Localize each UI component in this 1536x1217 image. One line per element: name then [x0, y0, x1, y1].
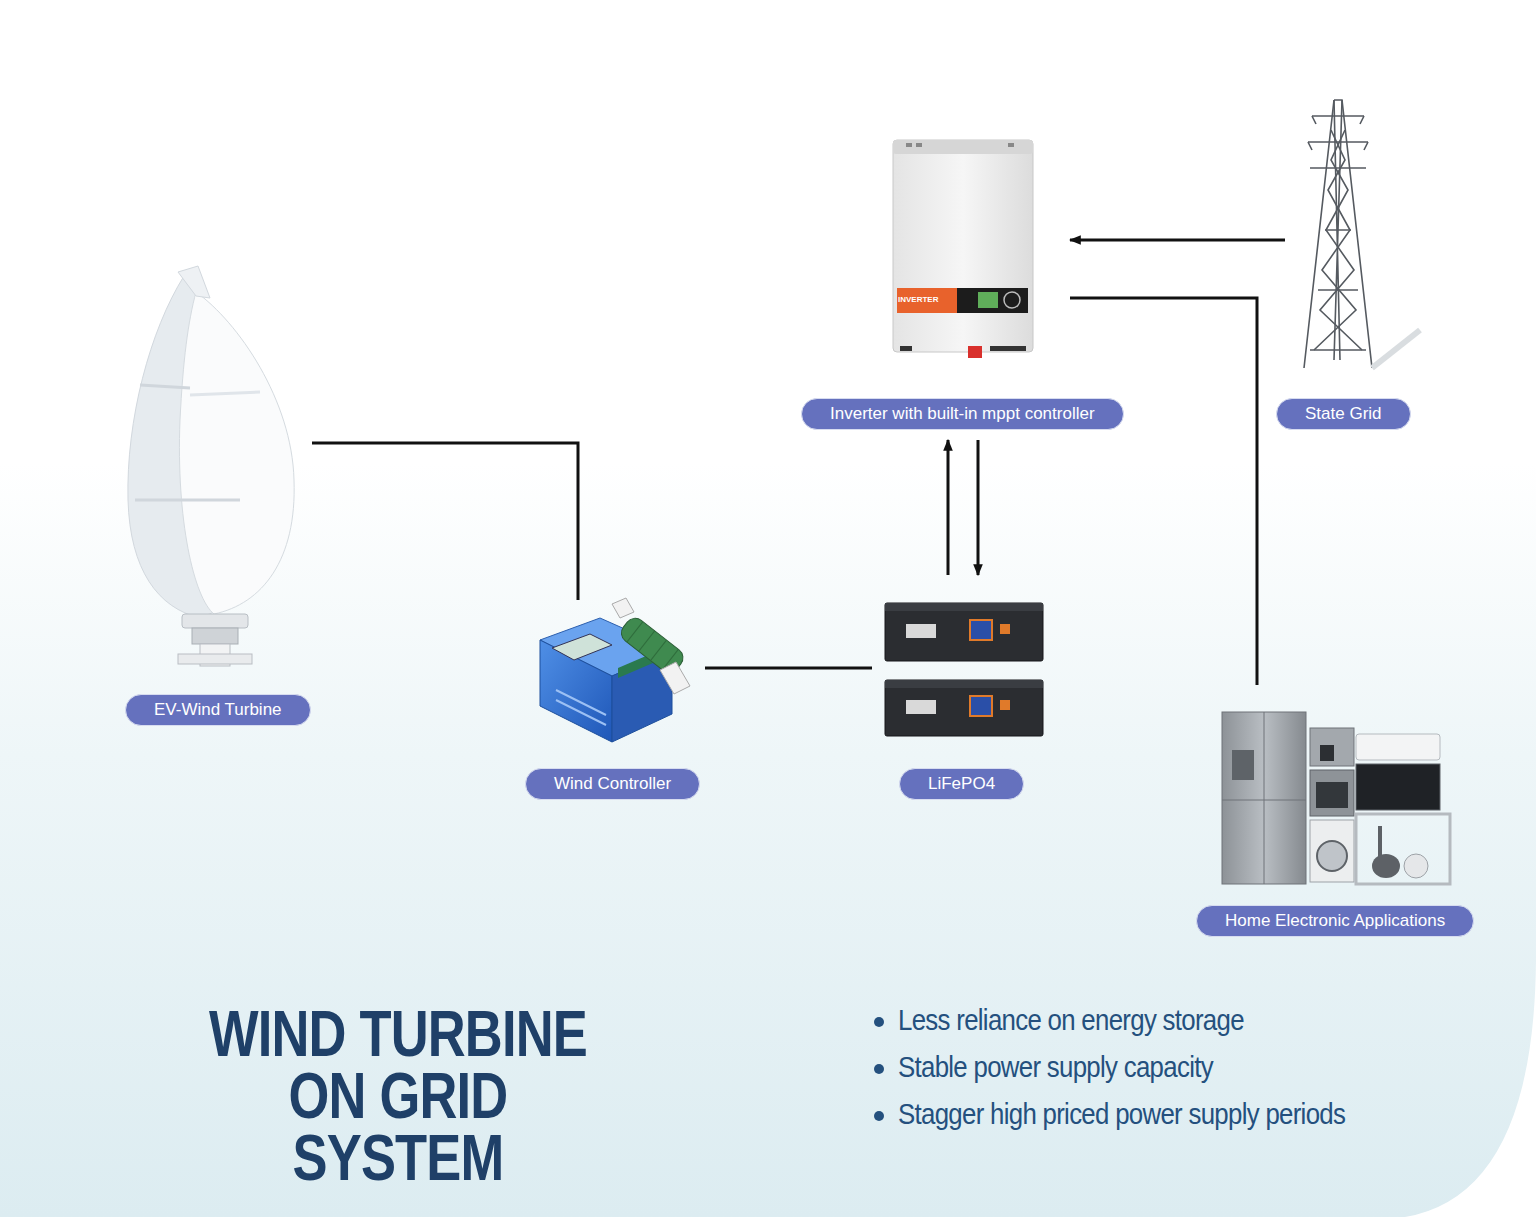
transmission-tower: [1304, 100, 1420, 368]
label-pill: LiFePO4: [899, 768, 1024, 800]
device-node: EV-Wind Turbine: [120, 265, 312, 727]
bullet-note: Less reliance on energy storage: [898, 1003, 1244, 1037]
bullet-dots: [874, 1017, 884, 1121]
device-node: Wind Controller: [525, 600, 705, 800]
connector-line: [1070, 298, 1257, 685]
inverter-unit: [893, 140, 1033, 358]
connector-line: [312, 443, 578, 600]
label-pill: Inverter with built-in mppt controller: [801, 398, 1124, 430]
battery-rack: [885, 603, 1043, 736]
wind-controller: [540, 598, 690, 742]
home-appliances: [1222, 712, 1450, 884]
label-pill: Home Electronic Applications: [1196, 905, 1474, 937]
device-node: State Grid: [1285, 95, 1425, 435]
device-tag: INVERTER: [898, 295, 938, 305]
bullet-note: Stagger high priced power supply periods: [898, 1097, 1345, 1131]
bullet-note: Stable power supply capacity: [898, 1050, 1213, 1084]
label-pill: EV-Wind Turbine: [125, 694, 311, 726]
device-node: Inverter with built-in mppt controller: [785, 135, 1070, 440]
diagram-title: WIND TURBINE ON GRID SYSTEM: [193, 1003, 603, 1189]
label-pill: State Grid: [1276, 398, 1411, 430]
connector-line: [705, 667, 872, 670]
wind-turbine: [128, 266, 294, 666]
connector-line: [1070, 239, 1285, 242]
device-node: LiFePO4: [872, 575, 1050, 800]
corner-curve: [1405, 960, 1536, 1217]
label-pill: Wind Controller: [525, 768, 700, 800]
device-node: Home Electronic Applications: [1205, 685, 1467, 940]
connector-line: [947, 440, 950, 575]
connector-line: [977, 440, 980, 575]
